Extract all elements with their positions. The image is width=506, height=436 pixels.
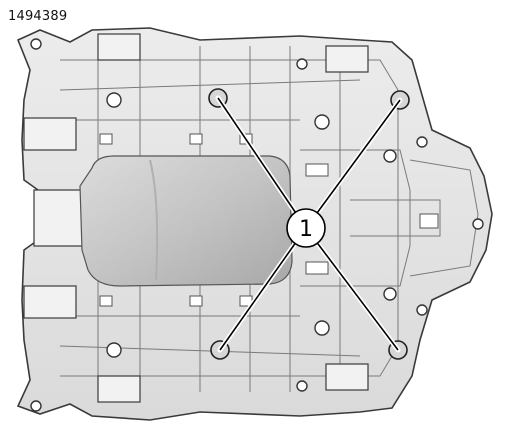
bolt-holes: [30, 38, 484, 412]
pad-seam: [149, 159, 159, 281]
raised-centre-pad: [79, 155, 293, 287]
callout-label: 1: [299, 217, 313, 242]
left-mount-tabs: [23, 33, 369, 403]
slot-openings: [99, 133, 439, 307]
figure-number: 1494389: [8, 9, 68, 24]
callout-1: 1: [286, 208, 326, 248]
